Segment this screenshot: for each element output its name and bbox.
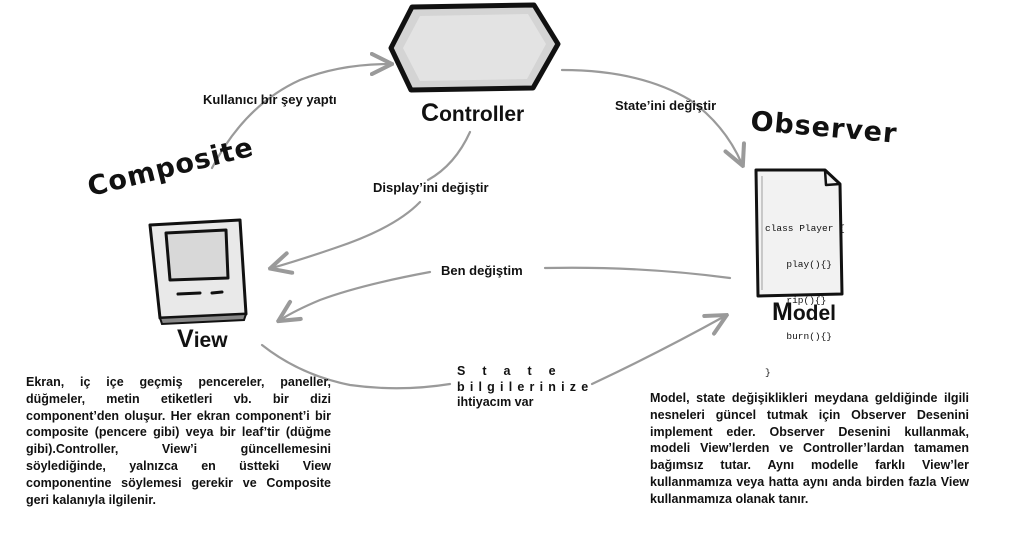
composite-description: Ekran, iç içe geçmiş pencereler, panelle… <box>26 375 331 507</box>
code-line-3: rip(){} <box>775 295 827 306</box>
label-state-line3: ihtiyacım var <box>457 395 534 409</box>
label-ben-degistim: Ben değiştim <box>441 263 523 278</box>
observer-description: Model, state değişiklikleri meydana geld… <box>650 391 969 506</box>
model-title: Model <box>772 298 836 327</box>
label-display-ini-degistir: Display’ini değiştir <box>373 180 489 195</box>
label-state-line2: bilgilerinize <box>457 379 594 394</box>
view-title-rest: iew <box>193 329 228 352</box>
view-title: View <box>177 325 228 354</box>
code-line-1: class Player { <box>765 223 845 234</box>
label-state-ini-degistir: State’ini değiştir <box>615 98 717 113</box>
arrow-model-to-view <box>280 266 732 320</box>
code-line-2: play(){} <box>775 259 833 270</box>
model-document-icon <box>754 168 844 298</box>
arrow-controller-to-view <box>272 130 472 268</box>
model-code-snippet: class Player { play(){} rip(){} burn(){}… <box>765 199 845 391</box>
label-state-bilgilerinize: State bilgilerinize ihtiyacım var <box>457 364 593 411</box>
controller-title-initial: C <box>421 99 440 127</box>
code-line-5: } <box>765 367 771 378</box>
label-state-line1: State <box>457 364 573 378</box>
view-title-initial: V <box>177 325 194 353</box>
arrow-controller-to-model <box>560 68 742 164</box>
code-line-4: burn(){} <box>775 331 833 342</box>
controller-title: Controller <box>421 99 524 128</box>
arrow-view-to-controller <box>210 64 390 170</box>
controller-title-rest: ontroller <box>439 103 525 126</box>
model-title-rest: odel <box>792 302 836 325</box>
arrow-view-to-model <box>260 316 725 390</box>
view-monitor-icon <box>148 218 248 326</box>
label-kullanici-bir-sey-yapti: Kullanıcı bir şey yaptı <box>203 92 337 107</box>
controller-shape <box>388 2 561 93</box>
model-title-initial: M <box>772 298 793 326</box>
